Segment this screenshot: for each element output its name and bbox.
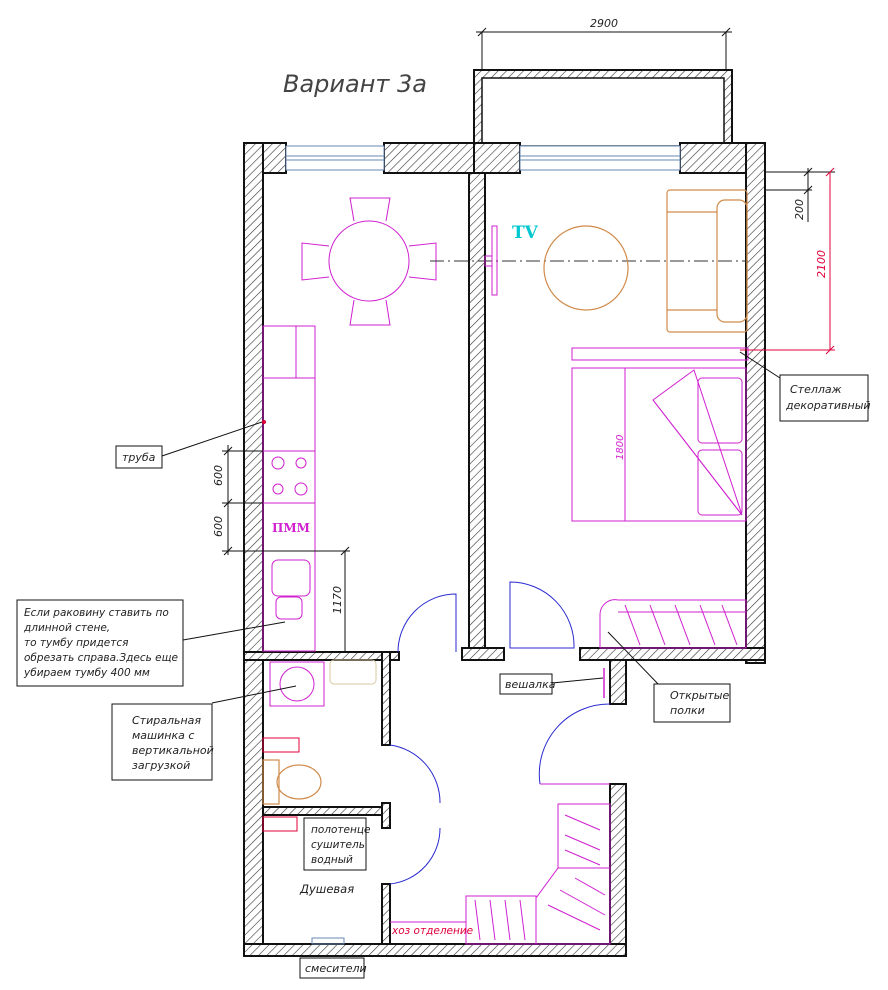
svg-text:Открытые: Открытые	[670, 689, 729, 702]
sink-note-leader	[182, 621, 286, 641]
dimension-right	[765, 167, 835, 222]
bath-sink	[329, 659, 377, 685]
open-shelves-callout: Открытые полки	[653, 683, 731, 723]
dimension-2100: 2100	[815, 250, 828, 278]
svg-text:убираем тумбу 400 мм: убираем тумбу 400 мм	[23, 667, 150, 679]
svg-text:смесители: смесители	[305, 962, 367, 975]
doors	[389, 581, 611, 885]
washer-leader	[211, 685, 297, 704]
storage-wardrobe	[390, 803, 611, 945]
svg-text:полотенце: полотенце	[311, 824, 370, 836]
dimension-200: 200	[793, 199, 806, 220]
hanger-leader	[551, 677, 604, 684]
dining-table	[301, 197, 437, 326]
svg-text:длинной стене,: длинной стене,	[23, 622, 110, 634]
kitchen-units	[262, 325, 316, 652]
dimension-600-a: 600	[212, 465, 225, 486]
dimension-balcony	[476, 27, 732, 70]
svg-text:то тумбу придется: то тумбу придется	[24, 637, 128, 649]
washing-machine	[269, 661, 325, 707]
sink-note-callout: Если раковину ставить по длинной стене, …	[16, 599, 184, 687]
washer-callout: Стиральная машинка с вертикальной загруз…	[111, 703, 214, 781]
dimension-2100-lines	[740, 167, 835, 355]
svg-text:сушитель: сушитель	[311, 839, 365, 851]
svg-text:обрезать справа.Здесь еще: обрезать справа.Здесь еще	[24, 652, 178, 664]
bath-heater	[262, 737, 300, 753]
dimension-600-b: 600	[212, 516, 225, 537]
mixers-callout: смесители	[299, 957, 367, 979]
svg-text:Если раковину ставить по: Если раковину ставить по	[24, 607, 169, 619]
storage-label: хоз отделение	[391, 925, 473, 937]
open-shelves	[599, 599, 747, 649]
hanger-callout: вешалка	[499, 673, 556, 695]
sofa	[666, 189, 748, 333]
pipe-dot	[262, 420, 266, 424]
decorative-rack	[571, 347, 749, 361]
towel-dryer-callout: полотенце сушитель водный	[303, 817, 370, 871]
svg-text:труба: труба	[122, 451, 156, 464]
dimension-kitchen	[222, 445, 350, 651]
svg-text:Стеллаж: Стеллаж	[790, 383, 842, 396]
toilet	[262, 759, 322, 805]
plan-title: Вариант 3а	[283, 70, 427, 98]
tv-icon	[484, 225, 498, 296]
bed	[571, 367, 747, 522]
svg-text:машинка с: машинка с	[132, 729, 194, 742]
mixers-mark	[311, 937, 345, 945]
svg-text:вешалка: вешалка	[505, 678, 556, 691]
pmm-label: ПММ	[272, 521, 310, 535]
coffee-table	[543, 225, 629, 311]
tv-label: TV	[512, 223, 539, 243]
dimension-1800: 1800	[615, 435, 626, 460]
pipe-leader	[161, 421, 263, 457]
svg-text:водный: водный	[311, 854, 353, 866]
dimension-2900: 2900	[590, 17, 618, 30]
balcony	[473, 69, 733, 147]
shower-heater	[262, 816, 298, 832]
pipe-callout: труба	[115, 445, 163, 469]
dimension-1170: 1170	[331, 586, 344, 614]
svg-text:декоративный: декоративный	[785, 399, 871, 412]
svg-text:полки: полки	[670, 704, 705, 717]
svg-text:вертикальной: вертикальной	[132, 744, 214, 757]
svg-text:Стиральная: Стиральная	[132, 714, 201, 727]
svg-text:загрузкой: загрузкой	[132, 759, 190, 772]
shelves-leader	[607, 631, 661, 687]
windows	[285, 145, 681, 171]
rack-leader	[739, 351, 781, 379]
rack-callout: Стеллаж декоративный	[779, 374, 871, 422]
shower-label: Душевая	[299, 882, 354, 896]
walls	[243, 142, 766, 957]
